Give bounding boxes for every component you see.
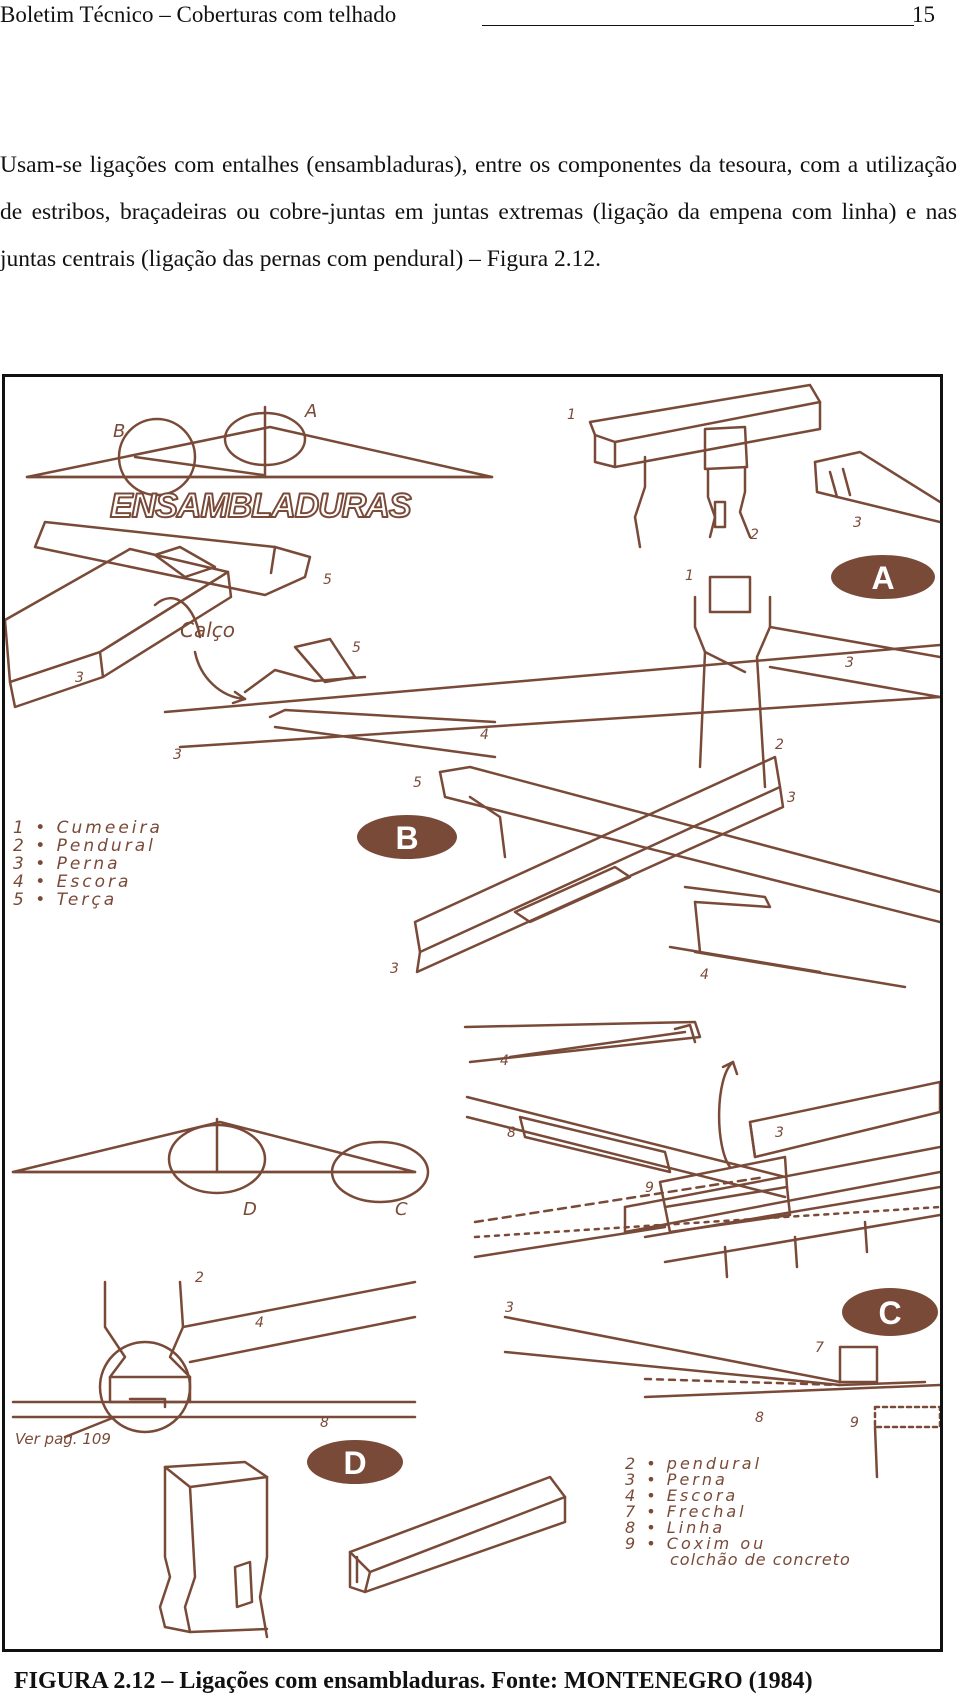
page-header: Boletim Técnico – Coberturas com telhado… — [0, 0, 935, 30]
perna-end-d — [348, 1475, 567, 1594]
part-2-label-b: 2 — [775, 737, 784, 753]
pendural-joint-a — [588, 383, 940, 549]
part-8-label-a: 8 — [507, 1125, 516, 1141]
legend-right-4: 7 • Frechal — [625, 1502, 747, 1521]
legend-left: 1 • Cumeeira 2 • Pendural 3 • Perna 4 • … — [13, 818, 163, 910]
part-8-label-b: 8 — [755, 1410, 764, 1426]
frechal-frontal-c — [503, 1315, 940, 1479]
part-3-label-b: 3 — [173, 747, 182, 763]
point-a-label: A — [304, 401, 317, 422]
figure-caption: FIGURA 2.12 – Ligações com ensambladuras… — [14, 1668, 813, 1694]
part-2-label-a: 2 — [750, 527, 759, 543]
figure-frame: B A ENSAMBLADURAS Calço 5 3 5 — [2, 374, 943, 1652]
legend-right-3: 4 • Escora — [625, 1486, 738, 1505]
header-rule — [482, 25, 914, 26]
legend-left-2: 2 • Pendural — [13, 836, 156, 856]
part-3-label-h: 3 — [505, 1300, 514, 1316]
part-4-label-d: 4 — [255, 1315, 264, 1331]
pendural-perspective-d — [158, 1460, 269, 1639]
part-4-label-b: 4 — [700, 967, 709, 983]
figure-heading: ENSAMBLADURAS — [110, 487, 412, 525]
legend-right-2: 3 • Perna — [625, 1470, 728, 1489]
svg-text:A: A — [871, 560, 894, 596]
part-9-label-a: 9 — [645, 1180, 654, 1196]
svg-text:C: C — [878, 1295, 901, 1331]
part-5-label-a: 5 — [323, 572, 332, 588]
part-7-label: 7 — [815, 1340, 824, 1356]
see-page-note: Ver pag. 109 — [15, 1430, 111, 1448]
badge-d: D — [307, 1440, 403, 1484]
part-1-label-b: 1 — [685, 568, 694, 584]
part-1-label-a: 1 — [567, 407, 576, 423]
truss-diagram-top — [25, 405, 494, 497]
truss-diagram-bottom — [11, 1117, 430, 1204]
point-c-label: C — [395, 1199, 408, 1220]
pendural-frontal-a — [693, 575, 940, 789]
badge-a: A — [831, 555, 935, 599]
cross-joint-b — [413, 755, 940, 989]
badge-b: B — [357, 815, 457, 859]
part-5-label-c: 5 — [413, 775, 422, 791]
svg-text:D: D — [343, 1445, 366, 1481]
part-3-label-g: 3 — [775, 1125, 784, 1141]
header-title: Boletim Técnico – Coberturas com telhado — [0, 2, 397, 27]
part-9-label-b: 9 — [850, 1415, 859, 1431]
svg-text:B: B — [395, 820, 418, 856]
part-2-label-c: 2 — [195, 1270, 204, 1286]
part-4-label-a: 4 — [480, 727, 489, 743]
legend-left-5: 5 • Terça — [13, 890, 117, 910]
pendural-base-d — [11, 1280, 417, 1439]
frechal-joint-c — [463, 1020, 940, 1279]
calco-label: Calço — [180, 618, 235, 642]
point-b-label: B — [113, 421, 125, 442]
legend-right-1: 2 • pendural — [625, 1454, 762, 1473]
part-3-label-f: 3 — [390, 961, 399, 977]
point-d-label: D — [243, 1199, 257, 1220]
part-3-label-d: 3 — [845, 655, 854, 671]
part-5-label-b: 5 — [352, 640, 361, 656]
figure-drawing: B A ENSAMBLADURAS Calço 5 3 5 — [5, 383, 940, 1639]
part-3-label-a: 3 — [75, 670, 84, 686]
page-number: 15 — [912, 2, 935, 27]
part-4-label-c: 4 — [500, 1053, 509, 1069]
escora-joint — [163, 637, 940, 759]
legend-left-3: 3 • Perna — [13, 854, 121, 874]
part-3-label-e: 3 — [787, 790, 796, 806]
legend-right-5: 8 • Linha — [625, 1518, 725, 1537]
part-8-label-c: 8 — [320, 1415, 329, 1431]
legend-right-7: colchão de concreto — [670, 1550, 851, 1569]
legend-left-1: 1 • Cumeeira — [13, 818, 163, 838]
legend-right-6: 9 • Coxim ou — [625, 1534, 766, 1553]
legend-right: 2 • pendural 3 • Perna 4 • Escora 7 • Fr… — [625, 1454, 851, 1569]
part-3-label-c: 3 — [853, 515, 862, 531]
badge-c: C — [842, 1288, 938, 1336]
body-paragraph: Usam-se ligações com entalhes (ensamblad… — [0, 152, 957, 272]
legend-left-4: 4 • Escora — [13, 872, 131, 892]
beam-joint-top-left — [5, 520, 312, 709]
